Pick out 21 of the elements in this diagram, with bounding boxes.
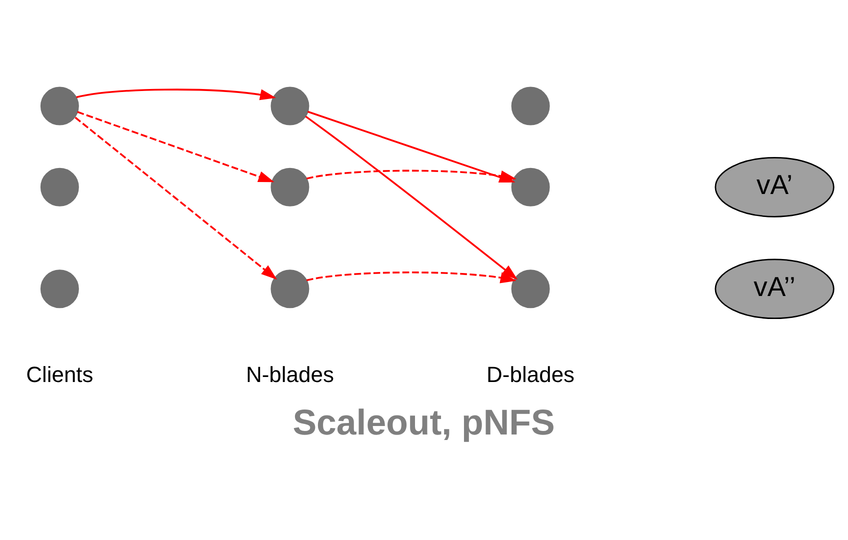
label: D-blades [486,362,575,388]
label: Clients [26,362,94,388]
node-circle [270,270,310,308]
arrow [306,272,516,284]
arrow [306,170,516,182]
node-circle [40,270,79,308]
label: N-blades [246,362,334,388]
node-circle [40,86,79,126]
node-ellipse: vA’’ [714,258,834,320]
caption: Scaleout, pNFS [292,402,555,442]
node-circle [40,168,79,206]
node-ellipse: vA’ [714,157,834,218]
arrow [74,116,278,280]
node-circle [511,86,550,126]
arrow [305,116,518,280]
arrow [77,111,274,182]
node-circle [270,86,310,126]
arrow [76,88,276,100]
node-circle [511,270,550,308]
node-circle [270,168,310,206]
node-circle [511,168,550,206]
